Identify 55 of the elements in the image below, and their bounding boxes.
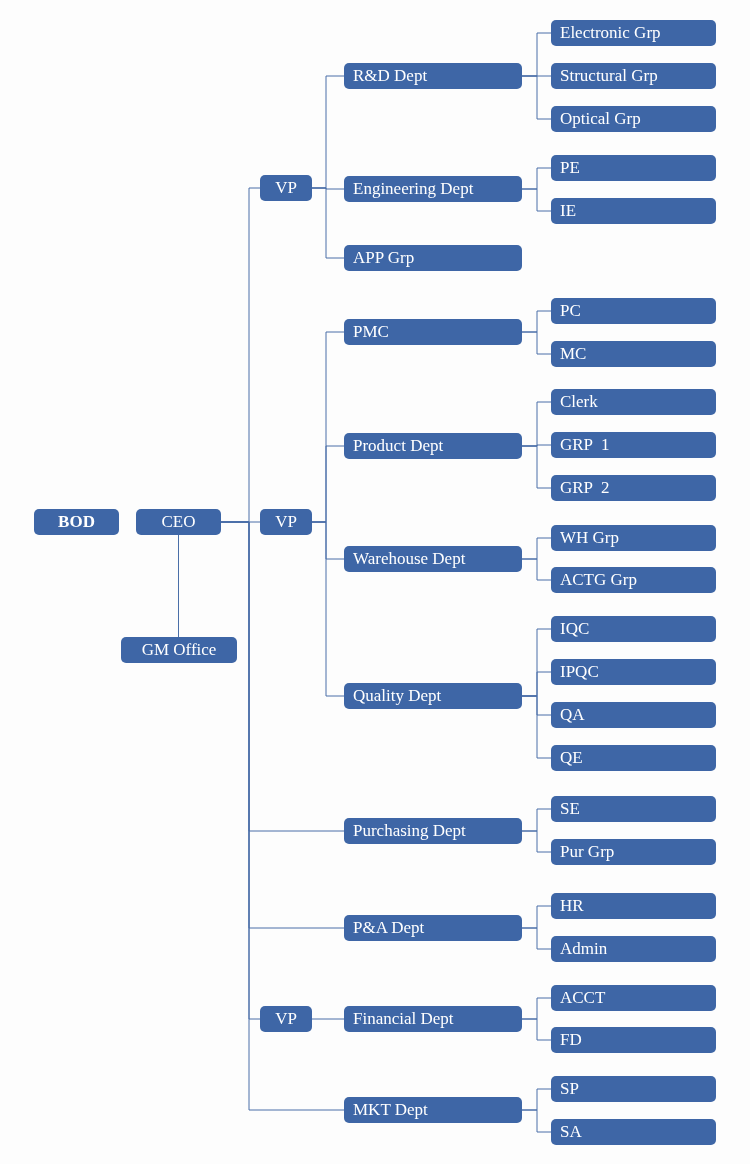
connector-line xyxy=(521,1018,552,1041)
connector-line xyxy=(311,1018,345,1020)
org-box: SP xyxy=(551,1076,716,1102)
connector-line xyxy=(521,1109,552,1133)
connector-line xyxy=(521,558,552,581)
org-box: Clerk xyxy=(551,389,716,415)
org-box: Product Dept xyxy=(344,433,522,459)
org-box: Optical Grp xyxy=(551,106,716,132)
connector-line xyxy=(521,830,552,853)
org-box: ACTG Grp xyxy=(551,567,716,593)
org-box: FD xyxy=(551,1027,716,1053)
org-box: QA xyxy=(551,702,716,728)
org-box: PC xyxy=(551,298,716,324)
org-box: Electronic Grp xyxy=(551,20,716,46)
org-box: R&D Dept xyxy=(344,63,522,89)
org-box: IQC xyxy=(551,616,716,642)
org-box: HR xyxy=(551,893,716,919)
connector-line xyxy=(311,521,345,697)
org-box: ACCT xyxy=(551,985,716,1011)
org-box: MC xyxy=(551,341,716,367)
org-box: VP xyxy=(260,509,312,535)
connector-line xyxy=(521,75,552,120)
org-box: GRP 1 xyxy=(551,432,716,458)
org-box: SA xyxy=(551,1119,716,1145)
connector-line xyxy=(521,331,552,355)
connector-line xyxy=(521,445,552,489)
org-box: Purchasing Dept xyxy=(344,818,522,844)
org-box: Engineering Dept xyxy=(344,176,522,202)
org-box: Structural Grp xyxy=(551,63,716,89)
org-box: VP xyxy=(260,1006,312,1032)
org-box: WH Grp xyxy=(551,525,716,551)
org-box: APP Grp xyxy=(344,245,522,271)
org-box: IPQC xyxy=(551,659,716,685)
org-box: Pur Grp xyxy=(551,839,716,865)
connector-line xyxy=(311,187,345,259)
org-box: GRP 2 xyxy=(551,475,716,501)
org-box: VP xyxy=(260,175,312,201)
org-box: CEO xyxy=(136,509,221,535)
org-box: BOD xyxy=(34,509,119,535)
org-box: Financial Dept xyxy=(344,1006,522,1032)
org-box: P&A Dept xyxy=(344,915,522,941)
connector-line xyxy=(521,188,552,212)
org-box: PE xyxy=(551,155,716,181)
org-box: SE xyxy=(551,796,716,822)
connector-line xyxy=(178,534,179,638)
org-box: GM Office xyxy=(121,637,237,663)
org-box: Admin xyxy=(551,936,716,962)
org-box: Quality Dept xyxy=(344,683,522,709)
org-box: MKT Dept xyxy=(344,1097,522,1123)
connector-line xyxy=(521,927,552,950)
org-box: QE xyxy=(551,745,716,771)
connector-line xyxy=(521,695,552,759)
org-box: PMC xyxy=(344,319,522,345)
org-box: IE xyxy=(551,198,716,224)
org-box: Warehouse Dept xyxy=(344,546,522,572)
